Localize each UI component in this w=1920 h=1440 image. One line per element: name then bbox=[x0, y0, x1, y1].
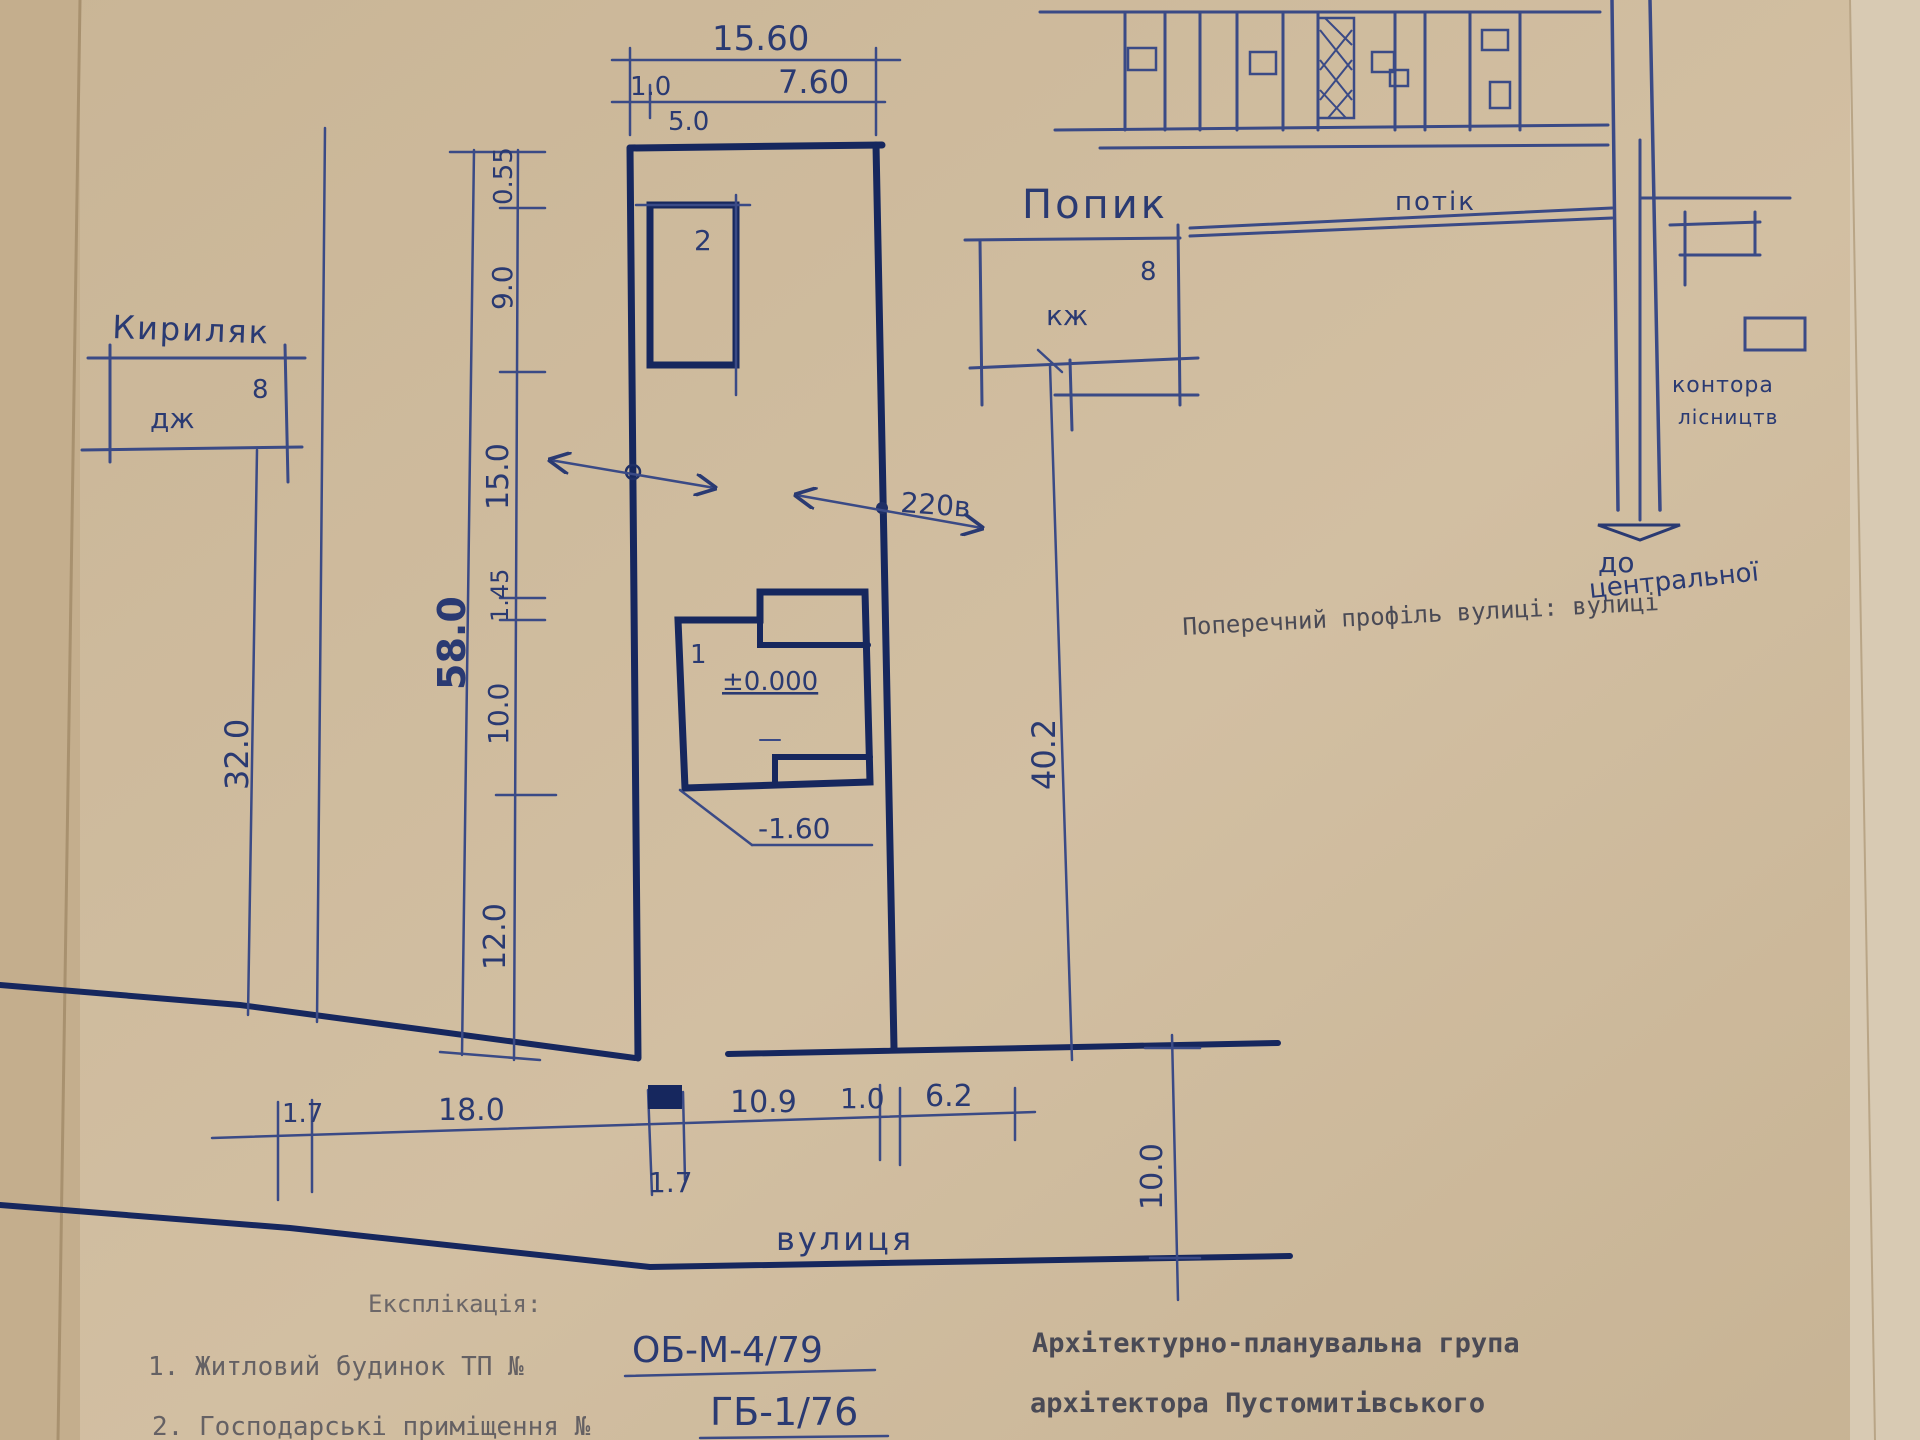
legend-item-1-text: 1. Житловий будинок ТП № bbox=[148, 1352, 524, 1382]
dim-bottom-4: 10.9 bbox=[730, 1085, 797, 1120]
dim-street-width: 10.0 bbox=[1135, 1143, 1170, 1210]
left-neighbor-house-number: 8 bbox=[252, 375, 269, 405]
dim-bottom-5: 1.0 bbox=[840, 1082, 885, 1115]
right-neighbor-house-number: 8 bbox=[1140, 257, 1157, 287]
street-far-edge bbox=[0, 1202, 1293, 1271]
left-page-edge bbox=[0, 0, 80, 1440]
gate-marker bbox=[648, 1085, 682, 1109]
power-label: 220в bbox=[900, 486, 972, 524]
dim-seg-2: 9.0 bbox=[486, 265, 519, 310]
dim-bottom-3: 1.7 bbox=[648, 1166, 693, 1199]
dim-bottom-1: 1.7 bbox=[282, 1099, 323, 1129]
dim-left-neighbor-depth: 32.0 bbox=[218, 719, 256, 790]
left-neighbor-name: Кириляк bbox=[112, 308, 271, 351]
house-number: 1 bbox=[690, 640, 707, 670]
binding-fold bbox=[56, 0, 82, 1440]
dim-seg-3: 15.0 bbox=[481, 443, 516, 510]
explication-legend: Експлікація: 1. Житловий будинок ТП № ОБ… bbox=[148, 1290, 890, 1440]
hatched-building bbox=[1316, 16, 1356, 120]
power-arrow bbox=[796, 495, 982, 528]
depth-dimension-chain: 58.0 0.55 9.0 15.0 1.45 10.0 12.0 bbox=[430, 147, 558, 1062]
dim-seg-1: 0.55 bbox=[489, 147, 519, 205]
right-neighbor-name: Попик bbox=[1022, 182, 1168, 228]
dim-width-right: 7.60 bbox=[778, 63, 849, 101]
to-label-line1: до bbox=[1598, 546, 1635, 579]
dim-total-width: 15.60 bbox=[712, 19, 809, 59]
dim-width-inner: 5.0 bbox=[668, 107, 709, 137]
road-direction-arrow bbox=[1597, 523, 1681, 542]
basement-level: -1.60 bbox=[758, 812, 830, 845]
left-neighbor-house-type: дж bbox=[150, 402, 195, 435]
forestry-office-building bbox=[1743, 316, 1807, 352]
dim-width-left: 1.0 bbox=[630, 72, 671, 102]
right-page-edge bbox=[1850, 0, 1920, 1440]
right-neighbor: Попик кж 8 40.2 bbox=[963, 182, 1200, 1062]
dim-bottom-6: 6.2 bbox=[925, 1079, 973, 1114]
legend-item-2-code: ГБ-1/76 bbox=[710, 1390, 858, 1434]
dim-total-depth: 58.0 bbox=[430, 596, 474, 690]
water-arrow bbox=[550, 460, 715, 488]
bottom-dimension-chain: 1.7 18.0 1.7 10.9 1.0 6.2 10.0 вулиця bbox=[210, 1033, 1202, 1302]
stream-line bbox=[1188, 206, 1614, 230]
dim-seg-5: 10.0 bbox=[482, 683, 515, 745]
office-label-line1: контора bbox=[1672, 373, 1774, 398]
legend-item-1-code: ОБ-М-4/79 bbox=[632, 1330, 823, 1371]
plot: 15.60 1.0 7.60 5.0 2 1 ±0.000 -1.60 220в bbox=[550, 19, 982, 1062]
street-near-edge bbox=[0, 982, 638, 1061]
outbuilding-number: 2 bbox=[694, 224, 712, 257]
street-label: вулиця bbox=[776, 1220, 914, 1258]
dim-seg-4: 1.45 bbox=[486, 569, 514, 622]
dim-seg-6: 12.0 bbox=[478, 903, 513, 970]
house-level: ±0.000 bbox=[722, 667, 818, 697]
credits-line-2: архітектора Пустомитівського bbox=[1030, 1388, 1485, 1419]
credits-block: Архітектурно-планувальна група архітекто… bbox=[1030, 1328, 1520, 1419]
office-label-line2: лісництв bbox=[1678, 405, 1778, 429]
right-neighbor-house-type: кж bbox=[1046, 299, 1088, 332]
legend-item-2-text: 2. Господарські приміщення № bbox=[152, 1412, 591, 1440]
left-neighbor: Кириляк дж 8 32.0 bbox=[80, 126, 327, 1024]
street-near-edge-right bbox=[725, 1040, 1281, 1057]
dim-right-neighbor-depth: 40.2 bbox=[1025, 719, 1063, 790]
legend-heading: Експлікація: bbox=[368, 1290, 541, 1318]
stream-label: потік bbox=[1395, 187, 1476, 217]
right-page-fold bbox=[1849, 0, 1876, 1440]
dim-bottom-2: 18.0 bbox=[438, 1093, 505, 1128]
credits-line-1: Архітектурно-планувальна група bbox=[1032, 1328, 1520, 1359]
